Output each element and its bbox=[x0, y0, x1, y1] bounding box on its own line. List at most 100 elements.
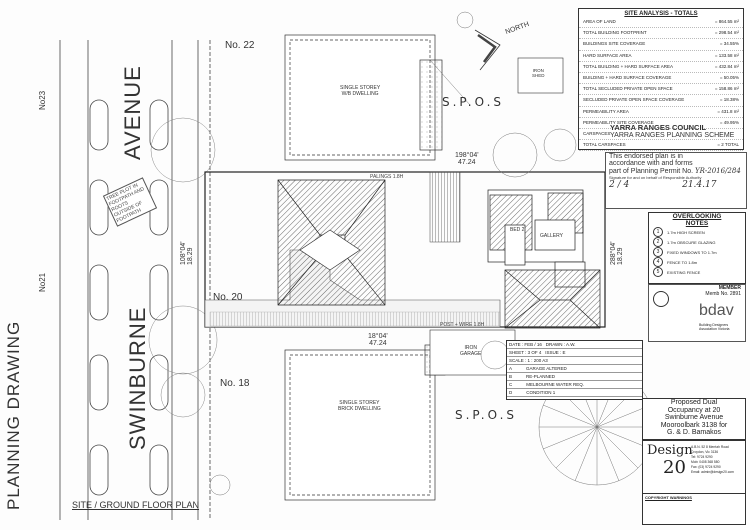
site-analysis-row: PERMEABILITY SITE COVERAGE= 49.95% bbox=[579, 118, 743, 130]
site-analysis-value: = 49.95% bbox=[719, 119, 739, 125]
stamp-line1: This endorsed plan is in bbox=[609, 153, 683, 160]
site-analysis-label: TOTAL BUILDING + HARD SURFACE AREA bbox=[583, 63, 674, 69]
copyright-title: COPYRIGHT WARNINGS bbox=[645, 495, 692, 500]
drawing-title: PLANNING DRAWING bbox=[4, 320, 23, 510]
member-org: Building Designers Association Victoria bbox=[699, 323, 730, 331]
stamp-date: 21.4.17 bbox=[682, 180, 717, 190]
note-number: 4 bbox=[653, 257, 663, 267]
design-name: Design bbox=[647, 443, 693, 458]
stamp-sheet-num: 2 bbox=[609, 180, 615, 190]
stamp-council: YARRA RANGES COUNCIL bbox=[610, 123, 707, 132]
site-analysis-title: SITE ANALYSIS - TOTALS bbox=[624, 11, 698, 17]
post-wire: POST + WIRE 1.8H bbox=[440, 322, 485, 328]
lot-20: No. 20 bbox=[213, 292, 243, 303]
site-analysis-row: PERMEABILITY AREA= 431.8 m² bbox=[579, 107, 743, 118]
project-line5: G. & D. Bamakos bbox=[666, 429, 722, 436]
neighbour-22-label: SINGLE STOREY W/B DWELLING bbox=[340, 85, 381, 97]
design-firm-num: 20 bbox=[663, 457, 686, 478]
site-analysis-row: AREA OF LAND = 864.55 m² bbox=[579, 17, 743, 29]
path-hatch bbox=[209, 311, 501, 327]
note-text: FENCE TO 1.8m bbox=[667, 259, 698, 265]
lot-18: No. 18 bbox=[220, 378, 250, 389]
site-analysis-rows: AREA OF LAND = 864.55 m² TOTAL BUILDING FO… bbox=[579, 17, 743, 152]
site-analysis-label: TOTAL BUILDING FOOTPRINT bbox=[583, 30, 647, 36]
bdav-logo: MEMBER Memb No. 2891 bdav Building Desig… bbox=[648, 284, 746, 342]
driveway-hatch bbox=[429, 171, 461, 243]
revision-id: B bbox=[509, 374, 513, 379]
stamp-signature: Signature for and on behalf of Responsib… bbox=[609, 175, 702, 180]
overlooking-note: 5 EXISTING FENCE bbox=[649, 267, 745, 277]
spos-top: S.P.O.S bbox=[442, 95, 505, 109]
overlooking-subtitle: NOTES bbox=[685, 220, 709, 227]
existing-dwelling-roof bbox=[277, 179, 386, 306]
revision-row: D CONDITION 1 bbox=[507, 389, 642, 397]
design-firm-block: Design 20 A.B.N. 52 8 Merriah Road Croyd… bbox=[642, 440, 746, 494]
site-analysis-value: = 133.58 m² bbox=[714, 52, 739, 58]
info-issue: ISSUE : E bbox=[545, 350, 566, 355]
proposed-dwelling bbox=[487, 189, 601, 329]
site-analysis-row: TOTAL CARSPACES = 2 TOTAL bbox=[579, 140, 743, 152]
site-analysis-value: = 18.38% bbox=[719, 97, 739, 103]
revision-text: CONDITION 1 bbox=[526, 390, 556, 395]
project-line2: Occupancy at 20 bbox=[667, 406, 721, 414]
note-text: 1.7m HIGH SCREEN bbox=[667, 229, 705, 235]
site-analysis-row: CARSPACES bbox=[579, 129, 743, 141]
iron-shed bbox=[517, 57, 564, 94]
site-analysis-label: HARD SURFACE AREA bbox=[583, 52, 632, 58]
design-firm-name: Design bbox=[647, 443, 693, 458]
bearing-bottom: 18°04' 47.24 bbox=[368, 333, 388, 347]
site-analysis-value: = 864.55 m² bbox=[714, 19, 739, 24]
revision-text: MELBOURNE WATER REQ. bbox=[526, 382, 585, 387]
stamp-sheet: 2 / 4 21.4.17 bbox=[609, 180, 717, 190]
site-analysis-row: TOTAL BUILDING FOOTPRINT= 298.54 m² bbox=[579, 28, 743, 40]
site-analysis-value: = 2 TOTAL bbox=[717, 142, 739, 148]
info-sheet: SHEET : 3 OF 4 bbox=[509, 350, 542, 355]
neighbour-18-house bbox=[284, 344, 446, 501]
info-sheet-row: SHEET : 3 OF 4 ISSUE : E bbox=[507, 349, 642, 357]
bearing-top: 198°04' 47.24 bbox=[455, 152, 479, 166]
copyright-block: COPYRIGHT WARNINGS bbox=[642, 493, 746, 525]
note-number: 5 bbox=[653, 267, 663, 277]
info-date-row: DATE : FEB / 16 DRAWN : A.W. bbox=[507, 341, 642, 349]
revision-text: GARAGE ALTERED bbox=[526, 366, 567, 371]
neighbour-18-label: SINGLE STOREY BRICK DWELLING bbox=[338, 400, 381, 412]
site-analysis-label: BUILDING + HARD SURFACE COVERAGE bbox=[583, 75, 672, 81]
info-drawn: DRAWN : A.W. bbox=[545, 342, 576, 347]
spos-bottom: S.P.O.S bbox=[455, 408, 518, 422]
lot-23: No23 bbox=[38, 90, 47, 110]
site-analysis-row: BUILDINGS SITE COVERAGE= 34.55% bbox=[579, 39, 743, 51]
revision-id: D bbox=[509, 390, 513, 395]
site-analysis-row: HARD SURFACE AREA = 133.58 m² bbox=[579, 51, 743, 62]
lot-22: No. 22 bbox=[225, 40, 255, 51]
note-text: EXISTING FENCE bbox=[667, 269, 701, 275]
site-analysis-label: TOTAL CARSPACES bbox=[583, 142, 626, 148]
endorsement-box: This endorsed plan is in accordance with… bbox=[605, 152, 747, 209]
room-bed2: BED 2 bbox=[510, 227, 525, 233]
site-analysis-value: = 431.8 m² bbox=[717, 108, 739, 114]
site-analysis-row: TOTAL BUILDING + HARD SURFACE AREA= 432.… bbox=[579, 62, 743, 74]
site-analysis-value: = 158.86 m² bbox=[714, 86, 739, 92]
note-number: 2 bbox=[653, 237, 663, 247]
project-line1: Proposed Dual bbox=[670, 399, 718, 406]
note-number: 1 bbox=[653, 227, 663, 237]
room-gallery: GALLERY bbox=[540, 233, 563, 239]
overlooking-note: 1 1.7m HIGH SCREEN bbox=[649, 227, 745, 237]
site-analysis-row: SECLUDED PRIVATE OPEN SPACE COVERAGE = 18… bbox=[579, 95, 743, 107]
bearing-right: 288°04' 18.29 bbox=[610, 241, 624, 265]
site-analysis-label: SECLUDED PRIVATE OPEN SPACE COVERAGE bbox=[583, 97, 685, 103]
site-analysis-row: BUILDING + HARD SURFACE COVERAGE= 50.05% bbox=[579, 73, 743, 85]
site-analysis-label: AREA OF LAND bbox=[583, 19, 616, 24]
project-line3: Swinburne Avenue bbox=[664, 414, 724, 421]
project-block: Proposed Dual Occupancy at 20 Swinburne … bbox=[642, 398, 746, 440]
note-text: 1.7m OBSCURE GLAZING bbox=[667, 239, 716, 245]
project-line4: Mooroolbark 3138 for bbox=[660, 421, 728, 429]
north-arrow bbox=[474, 29, 501, 71]
